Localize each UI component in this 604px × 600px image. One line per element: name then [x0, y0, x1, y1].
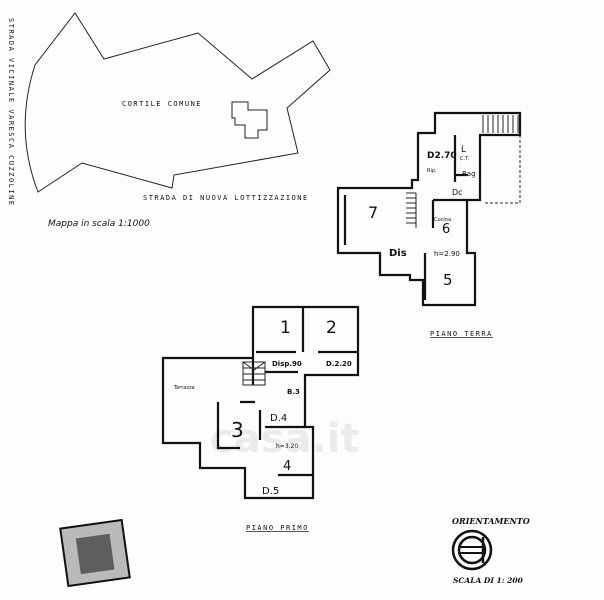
first-floor-interior-walls	[216, 307, 358, 477]
laundry-label: L	[461, 145, 466, 155]
scale-label: SCALA DI 1: 200	[453, 576, 524, 585]
room-6: 6	[442, 222, 450, 237]
ground-floor-stairs-top	[482, 115, 519, 133]
bath-label: Bag	[462, 170, 476, 178]
d5-label: D.5	[262, 486, 279, 497]
first-floor-stairs	[242, 361, 266, 386]
stamp	[59, 518, 131, 588]
ground-floor-plan: 7 D2.70 Rip. L C.T. Bag Dc Cucina 6 Dis …	[336, 111, 522, 338]
site-boundary	[24, 12, 331, 193]
storage-label: Rip.	[427, 168, 437, 174]
legend: ORIENTAMENTO SCALA DI 1: 200	[451, 516, 530, 585]
room-2: 2	[326, 318, 337, 338]
room-7: 7	[368, 203, 378, 222]
storage-height: D2.70	[427, 151, 457, 161]
map-scale-note: Mappa in scala 1:1000	[48, 219, 150, 229]
ground-floor-walls	[336, 111, 522, 307]
room-4: 4	[283, 459, 291, 474]
terrace-label: Terrazza	[173, 385, 195, 391]
first-floor-height: h=3.20	[276, 443, 298, 450]
ground-floor-title: PIANO TERRA	[430, 330, 493, 338]
d2-label: D.2.20	[326, 360, 352, 368]
ground-floor-stairs-side	[406, 192, 417, 228]
landing-label: Disp.90	[272, 360, 302, 368]
orientation-label: ORIENTAMENTO	[452, 516, 530, 526]
first-floor-walls	[161, 305, 360, 500]
room-5: 5	[443, 271, 453, 289]
first-floor-title: PIANO PRIMO	[246, 524, 309, 532]
watermark: casa.it	[210, 416, 360, 462]
first-floor-plan: 1 2 Disp.90 D.2.20 Terrazza B.3 D.4 3 h=…	[161, 305, 360, 532]
boiler-label: C.T.	[460, 156, 470, 162]
kitchen-label: Cucina	[434, 217, 451, 223]
d4-label: D.4	[270, 413, 287, 424]
room-1: 1	[280, 318, 291, 338]
courtyard-label: CORTILE COMUNE	[122, 100, 202, 108]
room-3: 3	[231, 418, 244, 442]
site-building-outline	[231, 101, 268, 139]
hall-label: Dis	[389, 248, 407, 259]
compass-icon	[451, 529, 493, 571]
shower-label: Dc	[452, 188, 463, 197]
ground-floor-porch-dashed	[485, 135, 521, 204]
ground-floor-height: h=2.90	[434, 250, 460, 258]
b3-label: B.3	[287, 388, 300, 396]
road-left-label: STRADA VICINALE VARESCA CUZZOLINE	[7, 18, 15, 207]
site-map: STRADA VICINALE VARESCA CUZZOLINE CORTIL…	[7, 12, 331, 229]
road-bottom-label: STRADA DI NUOVA LOTTIZZAZIONE	[143, 194, 309, 202]
